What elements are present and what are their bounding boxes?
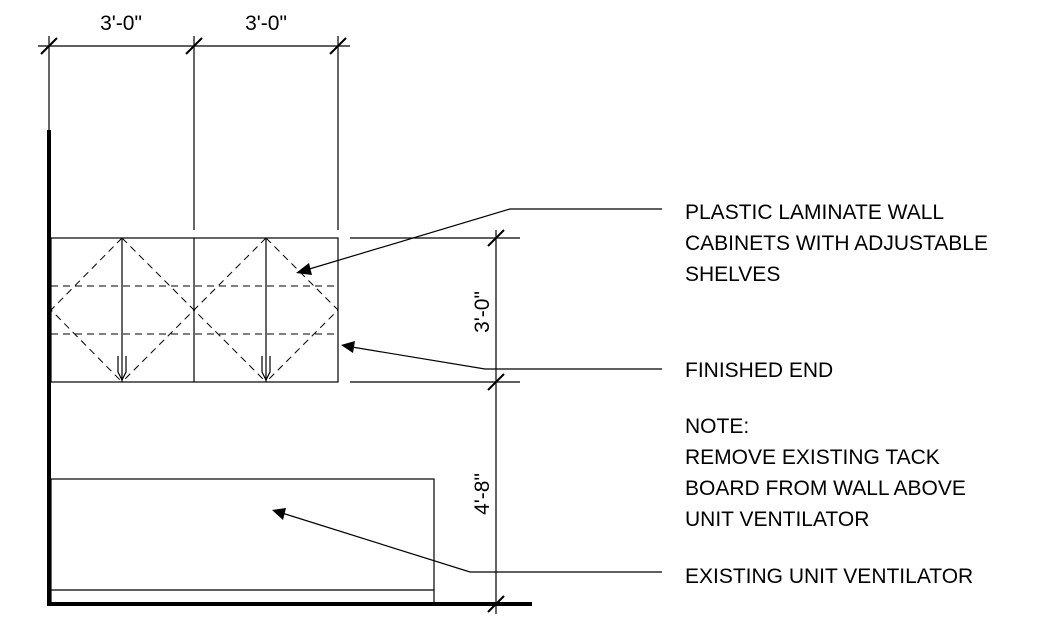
note-header: NOTE: xyxy=(685,415,749,438)
dimension-vertical-lower: 4'-8" xyxy=(471,473,494,515)
top-dimension xyxy=(38,36,350,230)
note-line: REMOVE EXISTING TACK xyxy=(685,446,940,469)
note-line: PLASTIC LAMINATE WALL xyxy=(685,201,943,224)
note-line: SHELVES xyxy=(685,263,780,286)
note-unit-ventilator: EXISTING UNIT VENTILATOR xyxy=(685,565,973,588)
dimension-top-right: 3'-0" xyxy=(245,12,287,35)
dimension-vertical-upper: 3'-0" xyxy=(471,291,494,333)
note-line: CABINETS WITH ADJUSTABLE xyxy=(685,232,988,255)
unit-ventilator xyxy=(50,478,435,605)
note-line: BOARD FROM WALL ABOVE xyxy=(685,477,966,500)
note-remove-tack-board: NOTE: REMOVE EXISTING TACK BOARD FROM WA… xyxy=(685,415,972,531)
dimension-top-left: 3'-0" xyxy=(100,12,142,35)
leader-finished-end xyxy=(341,341,662,370)
wall-cabinets xyxy=(50,237,339,383)
note-line: UNIT VENTILATOR xyxy=(685,508,869,531)
note-wall-cabinets: PLASTIC LAMINATE WALL CABINETS WITH ADJU… xyxy=(685,201,994,286)
leader-wall-cabinets xyxy=(296,208,662,275)
leader-unit-ventilator xyxy=(272,508,662,573)
vertical-dimension xyxy=(487,229,505,614)
note-finished-end: FINISHED END xyxy=(685,359,833,382)
